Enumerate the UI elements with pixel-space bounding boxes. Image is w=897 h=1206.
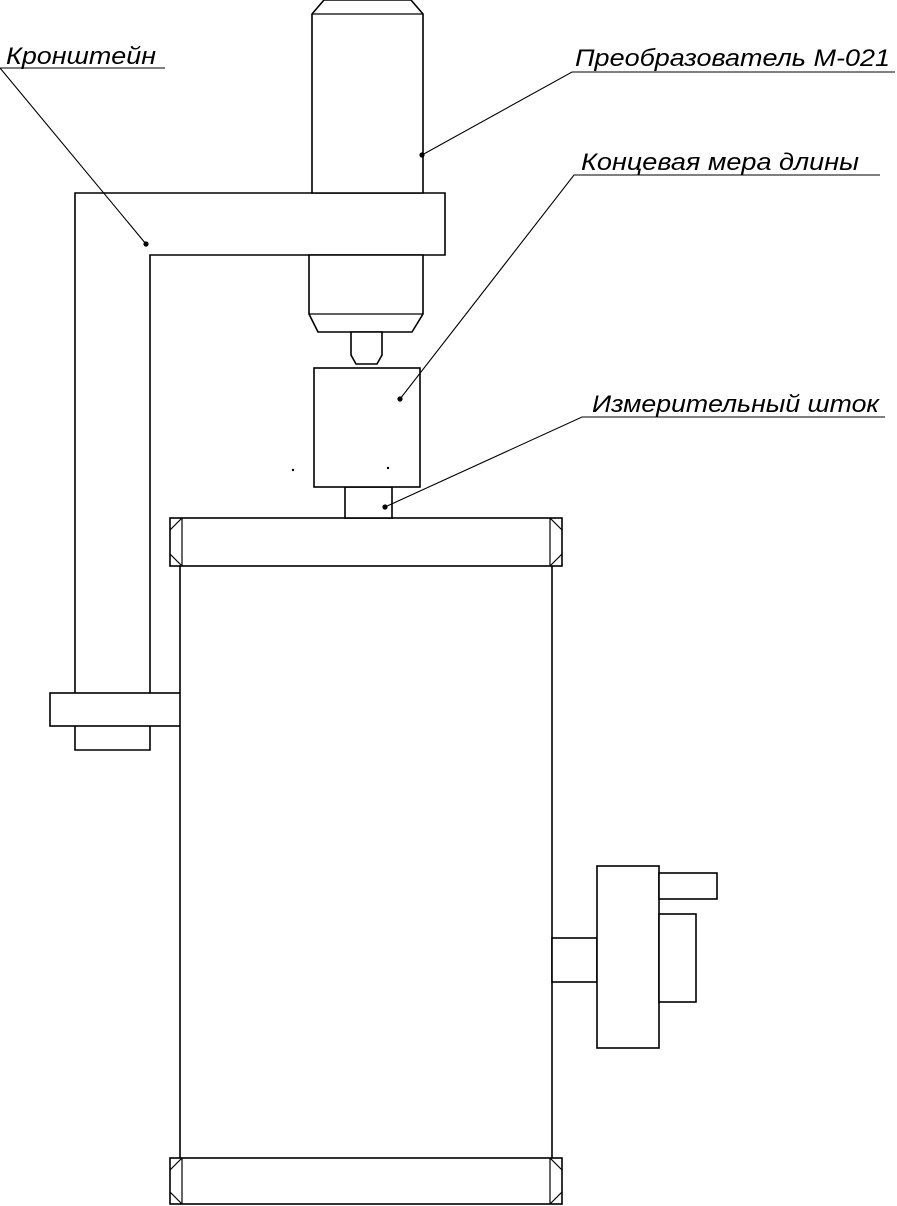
knob-disc: [596, 865, 660, 1049]
gauge-block: [313, 367, 421, 488]
leader-converter: [421, 71, 895, 156]
label-converter: Преобразователь М-021: [575, 45, 890, 72]
converter-lower: [308, 254, 424, 333]
bottom-cap: [169, 1157, 563, 1205]
knob-block: [658, 913, 697, 1003]
converter-upper: [311, 0, 424, 194]
knob-pin: [658, 872, 718, 900]
leaders: [0, 67, 895, 510]
converter-tip: [350, 331, 383, 365]
measuring-rod: [344, 486, 393, 519]
top-cap: [169, 517, 563, 567]
leader-bracket: [0, 67, 165, 245]
converter: [308, 0, 424, 365]
side-knob: [551, 865, 718, 1049]
bracket: [49, 192, 446, 751]
label-bracket: Кронштейн: [6, 43, 156, 70]
leader-gauge-block: [399, 174, 880, 400]
bracket-clamp: [49, 692, 183, 727]
knob-shaft: [551, 937, 598, 983]
label-gauge-block: Концевая мера длины: [581, 149, 859, 176]
body-cylinder: [179, 564, 553, 1161]
instrument-body: [169, 517, 563, 1205]
label-measuring-rod: Измерительный шток: [592, 391, 881, 418]
leader-measuring-rod: [384, 416, 885, 508]
